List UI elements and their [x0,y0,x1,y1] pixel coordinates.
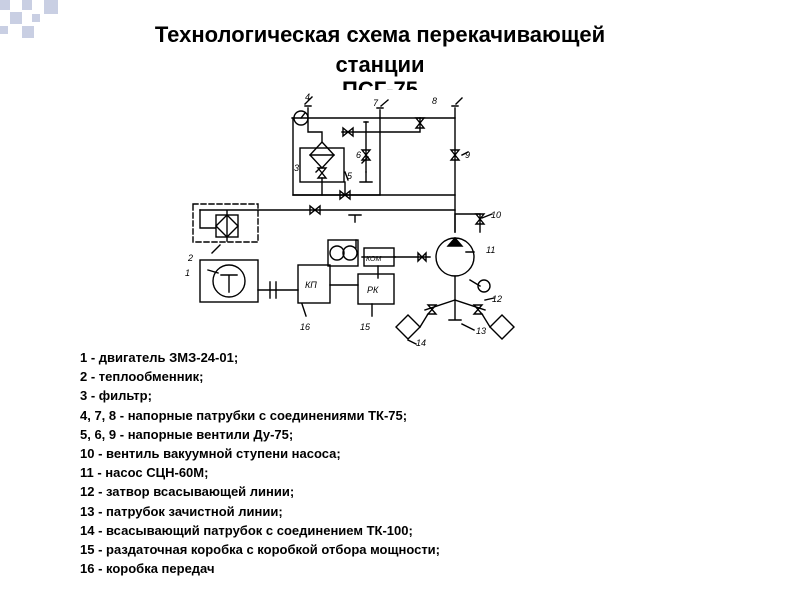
legend-item-11: 15 - раздаточная коробка с коробкой отбо… [80,542,441,558]
valve-top-b [414,117,426,129]
scheme-label-kp: КП [305,280,317,290]
scheme-label-4: 4 [305,92,310,102]
legend-item-10: 14 - всасывающий патрубок с соединением … [80,522,413,538]
valve-9 [449,149,461,161]
scheme-label-7: 7 [373,98,379,108]
valve-suction-a [426,304,438,315]
legend-item-7: 11 - насос СЦН-60М; [80,465,209,481]
vacuum-line-10 [454,213,481,233]
valve-top-a [342,126,354,138]
valve-suction-b [472,304,484,315]
stripping-patrubok-13 [448,299,462,321]
scheme-label-14: 14 [416,338,426,348]
pump-arrow [446,236,464,247]
title-line-2: станции [335,52,425,77]
corner-decoration-square [10,12,22,24]
valve-5 [339,189,351,201]
legend-item-12: 16 - коробка передач [80,561,215,577]
corner-decoration-square [32,14,40,22]
scheme-label-rk: РК [367,285,379,295]
filter-housing [299,147,345,183]
suction-patrubok-left [395,314,421,340]
scheme-label-2: 2 [187,253,193,263]
valve-10 [474,213,486,225]
legend-item-8: 12 - затвор всасывающей линии; [80,484,295,500]
power-takeoff-kom [363,247,395,267]
scheme-label-6: 6 [356,150,361,160]
slide-title: Технологическая схема перекачивающей ста… [95,20,665,90]
engine-body [199,259,259,303]
legend-item-6: 10 - вентиль вакуумной ступени насоса; [80,446,341,462]
scheme-label-11: 11 [486,245,495,255]
scheme-label-1: 1 [185,268,190,278]
scheme-label-10: 10 [491,210,501,220]
suction-branch-right [454,299,486,311]
corner-decoration-square [0,0,10,10]
legend-item-2: 2 - теплообменник; [80,369,204,385]
scheme-label-5: 5 [347,171,353,181]
corner-decoration-square [22,0,32,10]
scheme-label-9: 9 [465,150,470,160]
valve-filter-bottom [316,167,328,179]
gearbox-kp [297,264,331,304]
gear-housing [327,239,359,267]
suction-branch-left [424,299,456,311]
scheme-label-3: 3 [294,163,299,173]
scheme-label-12: 12 [492,294,502,304]
valve-pump-inlet [417,251,427,263]
heat-exchanger-frame [192,203,259,243]
scheme-label-16: 16 [300,322,310,332]
corner-decoration-square [22,26,34,38]
title-line-3-clipped: ПСГ-75 [95,80,665,90]
legend-item-1: 1 - двигатель ЗМЗ-24-01; [80,350,239,365]
legend-item-9: 13 - патрубок зачистной линии; [80,503,283,519]
legend-item-5: 5, 6, 9 - напорные вентили Ду-75; [80,426,294,442]
legend-item-4: 4, 7, 8 - напорные патрубки с соединения… [80,407,408,423]
scheme-label-kom: КОМ [366,256,381,263]
valve-6 [360,149,372,161]
corner-decoration-square [44,0,58,14]
pressure-gauge-top [293,110,309,126]
riser-patrubok-4 [307,107,323,143]
valve-mid [309,204,321,216]
scheme-label-15: 15 [360,322,371,332]
transfer-case-rk [357,273,395,305]
heat-exchanger-return [199,209,216,229]
suction-patrubok-right [489,314,515,340]
corner-decoration-square [0,26,8,34]
scheme-label-8: 8 [432,96,437,106]
title-line-1: Технологическая схема перекачивающей [154,22,606,47]
scheme-label-13: 13 [476,326,486,336]
pressure-gauge-pump [477,279,491,293]
legend-item-3: 3 - фильтр; [80,388,152,404]
title-line-3: ПСГ-75 [95,80,665,90]
engine-symbol [212,264,246,298]
legend: 1 - двигатель ЗМЗ-24-01; 2 - теплообменн… [40,348,478,578]
